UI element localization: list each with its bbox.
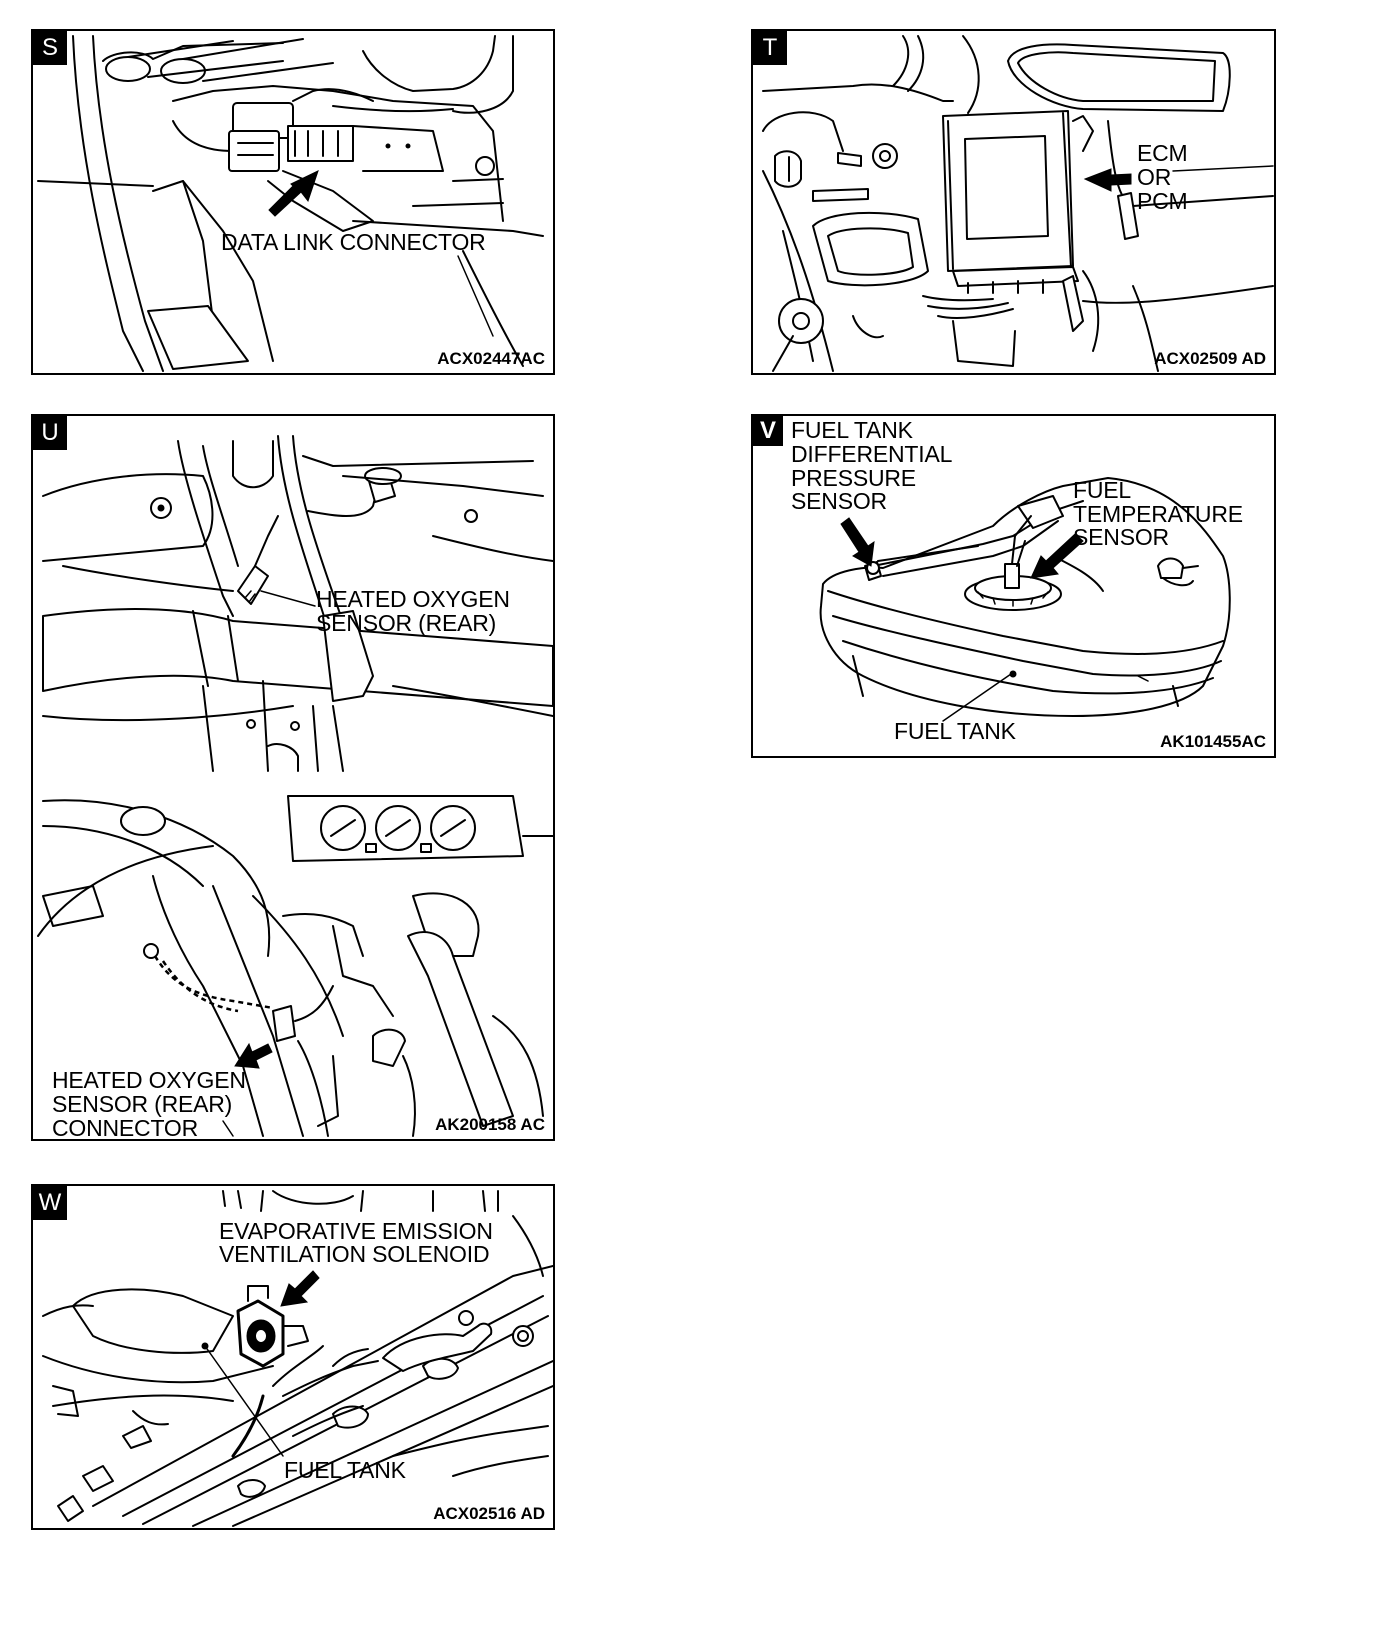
figure-code-v: AK101455AC	[1160, 732, 1266, 751]
panel-letter-w: W	[33, 1186, 67, 1220]
pcm-label: PCM	[1137, 188, 1188, 214]
temperature-sensor-label-line1: FUEL	[1073, 477, 1131, 503]
pressure-sensor-label-line3: PRESSURE	[791, 465, 916, 491]
figure-code-t: ACX02509 AD	[1154, 349, 1266, 368]
panel-u-heated-oxygen-sensor-rear: U HEATED OXYGEN SENSOR (REAR) HEATED OXY…	[31, 414, 555, 1141]
heated-oxygen-connector-label-line2: SENSOR (REAR)	[52, 1091, 233, 1117]
fuel-tank-label: FUEL TANK	[894, 718, 1016, 744]
fuel-tank-label-w: FUEL TANK	[284, 1457, 406, 1483]
ecm-pcm-illustration	[762, 35, 1274, 372]
temperature-sensor-label-line2: TEMPERATURE	[1073, 501, 1243, 527]
pressure-sensor-label-line1: FUEL TANK	[791, 417, 913, 443]
panel-letter-s: S	[33, 31, 67, 65]
heated-oxygen-sensor-label-line1: HEATED OXYGEN	[316, 586, 510, 612]
heated-oxygen-connector-label-line1: HEATED OXYGEN	[52, 1067, 246, 1093]
heated-oxygen-sensor-illustration	[33, 435, 553, 1137]
heated-oxygen-sensor-label-line2: SENSOR (REAR)	[316, 610, 497, 636]
panel-s-data-link-connector: S DATA LINK CONNECTOR ACX02447AC	[31, 29, 555, 375]
pressure-sensor-label-line4: SENSOR	[791, 488, 887, 514]
evap-solenoid-illustration	[42, 1190, 553, 1527]
data-link-connector-illustration	[37, 35, 544, 372]
temperature-sensor-label-line3: SENSOR	[1073, 524, 1169, 550]
ecm-label: ECM	[1137, 140, 1188, 166]
panel-w-evap-ventilation-solenoid: W EVAPORATIVE EMISSION VENTILATION SOLEN…	[31, 1184, 555, 1530]
evap-solenoid-label-line1: EVAPORATIVE EMISSION	[219, 1218, 493, 1244]
panel-letter-t: T	[753, 31, 787, 65]
panel-v-fuel-tank-sensors: V FUEL TANK DIFFERENTIAL PRESSURE SENSOR…	[751, 414, 1276, 758]
panel-t-ecm-pcm: T ECM OR PCM ACX02509 AD	[751, 29, 1276, 375]
fuel-tank-illustration	[819, 477, 1231, 722]
figure-code-u: AK200158 AC	[435, 1115, 545, 1134]
pressure-sensor-label-line2: DIFFERENTIAL	[791, 441, 953, 467]
or-label: OR	[1137, 164, 1172, 190]
figure-code-w: ACX02516 AD	[433, 1504, 545, 1523]
evap-solenoid-label-line2: VENTILATION SOLENOID	[219, 1241, 490, 1267]
panel-letter-u: U	[33, 416, 67, 450]
panel-letter-v: V	[753, 416, 783, 446]
heated-oxygen-connector-label-line3: CONNECTOR	[52, 1115, 199, 1141]
data-link-connector-label: DATA LINK CONNECTOR	[221, 229, 486, 255]
figure-code-s: ACX02447AC	[437, 349, 545, 368]
